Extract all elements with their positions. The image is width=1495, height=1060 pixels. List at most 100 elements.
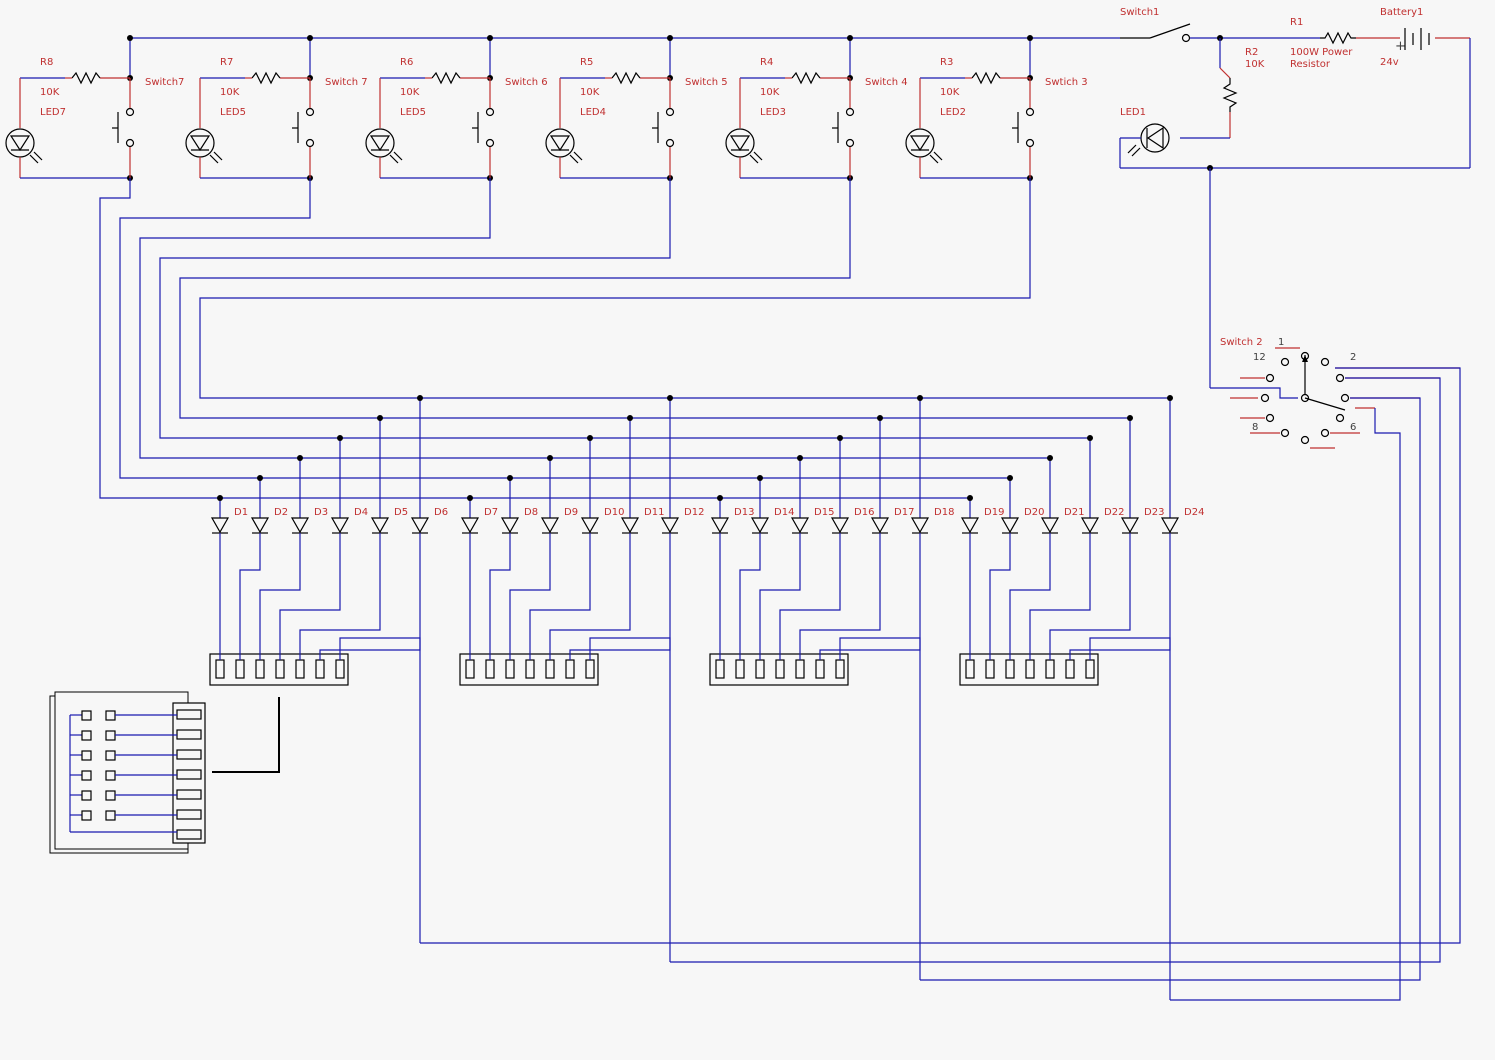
rotary-switch-2 xyxy=(420,168,1461,1001)
connector-2 xyxy=(459,533,671,962)
diode-D22 xyxy=(1080,435,1100,534)
resistor-value: 10K xyxy=(220,87,240,98)
diode-D3 xyxy=(290,455,310,534)
pin-8-label: 8 xyxy=(1252,422,1258,433)
led-label: LED5 xyxy=(220,107,246,118)
diode-D13 xyxy=(710,495,730,534)
pin-12-label: 12 xyxy=(1253,352,1266,363)
diode-D24 xyxy=(1160,395,1180,534)
diode-label: D17 xyxy=(894,507,914,518)
resistor-value: 10K xyxy=(40,87,60,98)
connector-4 xyxy=(959,533,1171,1000)
pin-2-label: 2 xyxy=(1350,352,1356,363)
diode-label: D23 xyxy=(1144,507,1164,518)
led-label: LED7 xyxy=(40,107,66,118)
connector-headers xyxy=(209,533,1171,1000)
switch-label: Switch 4 xyxy=(865,77,908,88)
side-panel-row xyxy=(70,789,202,801)
diode-label: D9 xyxy=(564,507,578,518)
diode-label: D15 xyxy=(814,507,834,518)
diode-label: D4 xyxy=(354,507,368,518)
diode-label: D21 xyxy=(1064,507,1084,518)
resistor-label: R5 xyxy=(580,57,593,68)
diode-label: D3 xyxy=(314,507,328,518)
side-panel-row xyxy=(70,749,202,761)
switch-label: Switch7 xyxy=(145,77,184,88)
diode-label: D1 xyxy=(234,507,248,518)
bus-lines xyxy=(99,178,1170,499)
branch-6 xyxy=(905,35,1035,181)
resistor-value: 10K xyxy=(400,87,420,98)
diode-array xyxy=(210,395,1180,534)
diode-D2 xyxy=(250,475,270,534)
pin-6-label: 6 xyxy=(1350,422,1356,433)
diode-label: D24 xyxy=(1184,507,1204,518)
resistor-label: R6 xyxy=(400,57,413,68)
diode-label: D8 xyxy=(524,507,538,518)
led-label: LED5 xyxy=(400,107,426,118)
resistor-value: 10K xyxy=(760,87,780,98)
branch-3 xyxy=(365,35,495,181)
r2-value: 10K xyxy=(1245,59,1265,70)
side-panel-row xyxy=(70,709,202,721)
side-panel-row xyxy=(70,829,202,840)
switch-label: Switch 5 xyxy=(685,77,728,88)
led-label: LED4 xyxy=(580,107,606,118)
diode-D7 xyxy=(460,495,480,534)
resistor-label: R4 xyxy=(760,57,773,68)
diode-label: D10 xyxy=(604,507,624,518)
battery-voltage: 24v xyxy=(1380,57,1399,68)
branch-5 xyxy=(725,35,855,181)
side-panel xyxy=(49,691,280,854)
resistor-label: R8 xyxy=(40,57,53,68)
branch-circuits xyxy=(5,35,1035,181)
diode-label: D2 xyxy=(274,507,288,518)
top-rail xyxy=(129,23,1471,171)
diode-label: D18 xyxy=(934,507,954,518)
switch-label: Switch 6 xyxy=(505,77,548,88)
pin-1-label: 1 xyxy=(1278,337,1284,348)
resistor-value: 10K xyxy=(580,87,600,98)
switch-label: Switch 7 xyxy=(325,77,368,88)
diode-label: D22 xyxy=(1104,507,1124,518)
diode-D14 xyxy=(750,475,770,534)
top-labels: Switch1 R1 100W Power Resistor Battery1 … xyxy=(1120,7,1423,118)
led-label: LED3 xyxy=(760,107,786,118)
diode-D9 xyxy=(540,455,560,534)
branch-4 xyxy=(545,35,675,181)
diode-D8 xyxy=(500,475,520,534)
diode-label: D20 xyxy=(1024,507,1044,518)
diode-label: D12 xyxy=(684,507,704,518)
connector-3 xyxy=(709,533,921,980)
resistor-value: 10K xyxy=(940,87,960,98)
led1-label: LED1 xyxy=(1120,107,1146,118)
switch2-label: Switch 2 xyxy=(1220,337,1263,348)
rotary-labels: Switch 2 1 2 12 8 6 xyxy=(1220,337,1356,433)
diode-D1 xyxy=(210,495,230,534)
diode-D5 xyxy=(370,415,390,534)
diode-D15 xyxy=(790,455,810,534)
r2-label: R2 xyxy=(1245,47,1258,58)
diode-label: D11 xyxy=(644,507,664,518)
diode-D23 xyxy=(1120,415,1140,534)
diode-label: D14 xyxy=(774,507,794,518)
switch1-label: Switch1 xyxy=(1120,7,1159,18)
resistor-label: R7 xyxy=(220,57,233,68)
battery-label: Battery1 xyxy=(1380,7,1423,18)
battery-plus: + xyxy=(1395,39,1406,54)
connector-1 xyxy=(209,533,421,943)
branch-labels: R8 10K LED7 Switch7 R7 10K LED5 Switch 7 R6 10K LE… xyxy=(40,57,1088,118)
led-label: LED2 xyxy=(940,107,966,118)
diode-D19 xyxy=(960,495,980,534)
diode-label: D7 xyxy=(484,507,498,518)
r1-label: R1 xyxy=(1290,17,1303,28)
side-panel-row xyxy=(70,769,202,781)
branch-1 xyxy=(5,35,135,181)
diode-label: D6 xyxy=(434,507,448,518)
switch-label: Swtich 3 xyxy=(1045,77,1088,88)
branch-2 xyxy=(185,35,315,181)
diode-D20 xyxy=(1000,475,1020,534)
diode-D16 xyxy=(830,435,850,534)
